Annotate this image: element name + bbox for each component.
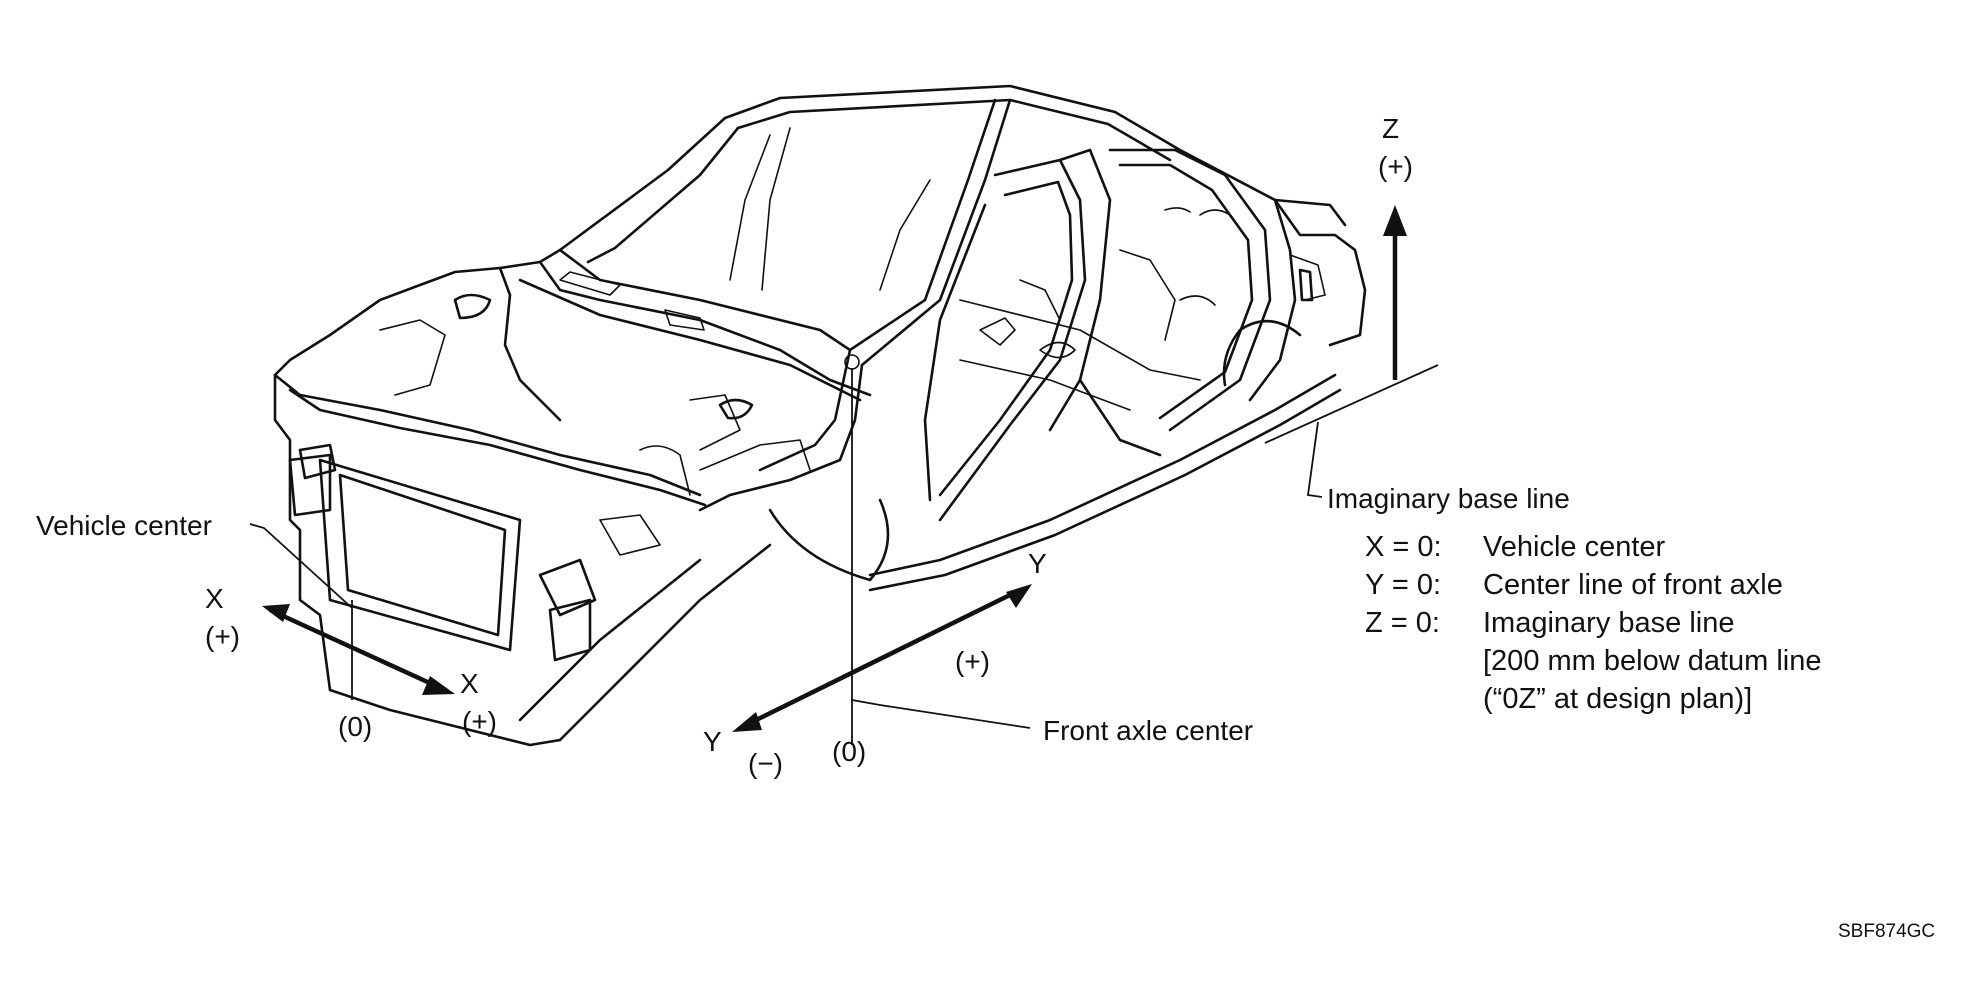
vehicle-center-leader [249, 523, 353, 609]
definition-note-line-1: [200 mm below datum line [1483, 645, 1822, 677]
definition-note-line-2: (“0Z” at design plan)] [1483, 683, 1753, 715]
imaginary-base-line-label: Imaginary base line [1327, 483, 1570, 514]
definition-y-text: Center line of front axle [1483, 569, 1783, 601]
z-axis-arrow [1383, 205, 1407, 380]
y-zero-label: (0) [832, 736, 867, 767]
x-axis-arrow [262, 604, 455, 695]
figure-code: SBF874GC [1838, 921, 1936, 942]
x-axis-label-right: X [460, 668, 479, 699]
x-axis-sign-right: (+) [462, 706, 497, 737]
definition-y-eq: Y = 0: [1365, 569, 1442, 601]
car-body-shell-drawing [273, 84, 1367, 747]
coordinate-definitions: X = 0: Vehicle center Y = 0: Center line o… [1365, 528, 1822, 718]
definition-x-eq: X = 0: [1365, 531, 1442, 563]
definition-z-eq: Z = 0: [1365, 607, 1440, 639]
z-axis-label: Z [1382, 113, 1400, 144]
definition-y: Y = 0: Center line of front axle [1365, 566, 1822, 604]
vehicle-center-label: Vehicle center [36, 510, 212, 541]
y-axis-arrow [732, 584, 1032, 732]
definition-x-text: Vehicle center [1483, 531, 1666, 563]
front-axle-center-marker [844, 354, 860, 370]
x-axis-sign-left: (+) [205, 621, 240, 652]
y-axis-label-left: Y [703, 726, 722, 757]
definition-z-text: Imaginary base line [1483, 607, 1735, 639]
definition-z: Z = 0: Imaginary base line [1365, 604, 1822, 642]
y-axis-sign-right: (+) [955, 646, 990, 677]
base-line-leader [1306, 421, 1323, 498]
z-axis-sign: (+) [1378, 151, 1413, 182]
x-axis-label-left: X [205, 583, 224, 614]
base-line [1264, 364, 1439, 444]
x-zero-label: (0) [338, 711, 373, 742]
front-axle-center-leader [851, 699, 1031, 729]
definition-x: X = 0: Vehicle center [1365, 528, 1822, 566]
y-axis-sign-left: (−) [748, 748, 783, 779]
y-axis-label-right: Y [1028, 548, 1047, 579]
front-axle-center-label: Front axle center [1043, 715, 1254, 746]
